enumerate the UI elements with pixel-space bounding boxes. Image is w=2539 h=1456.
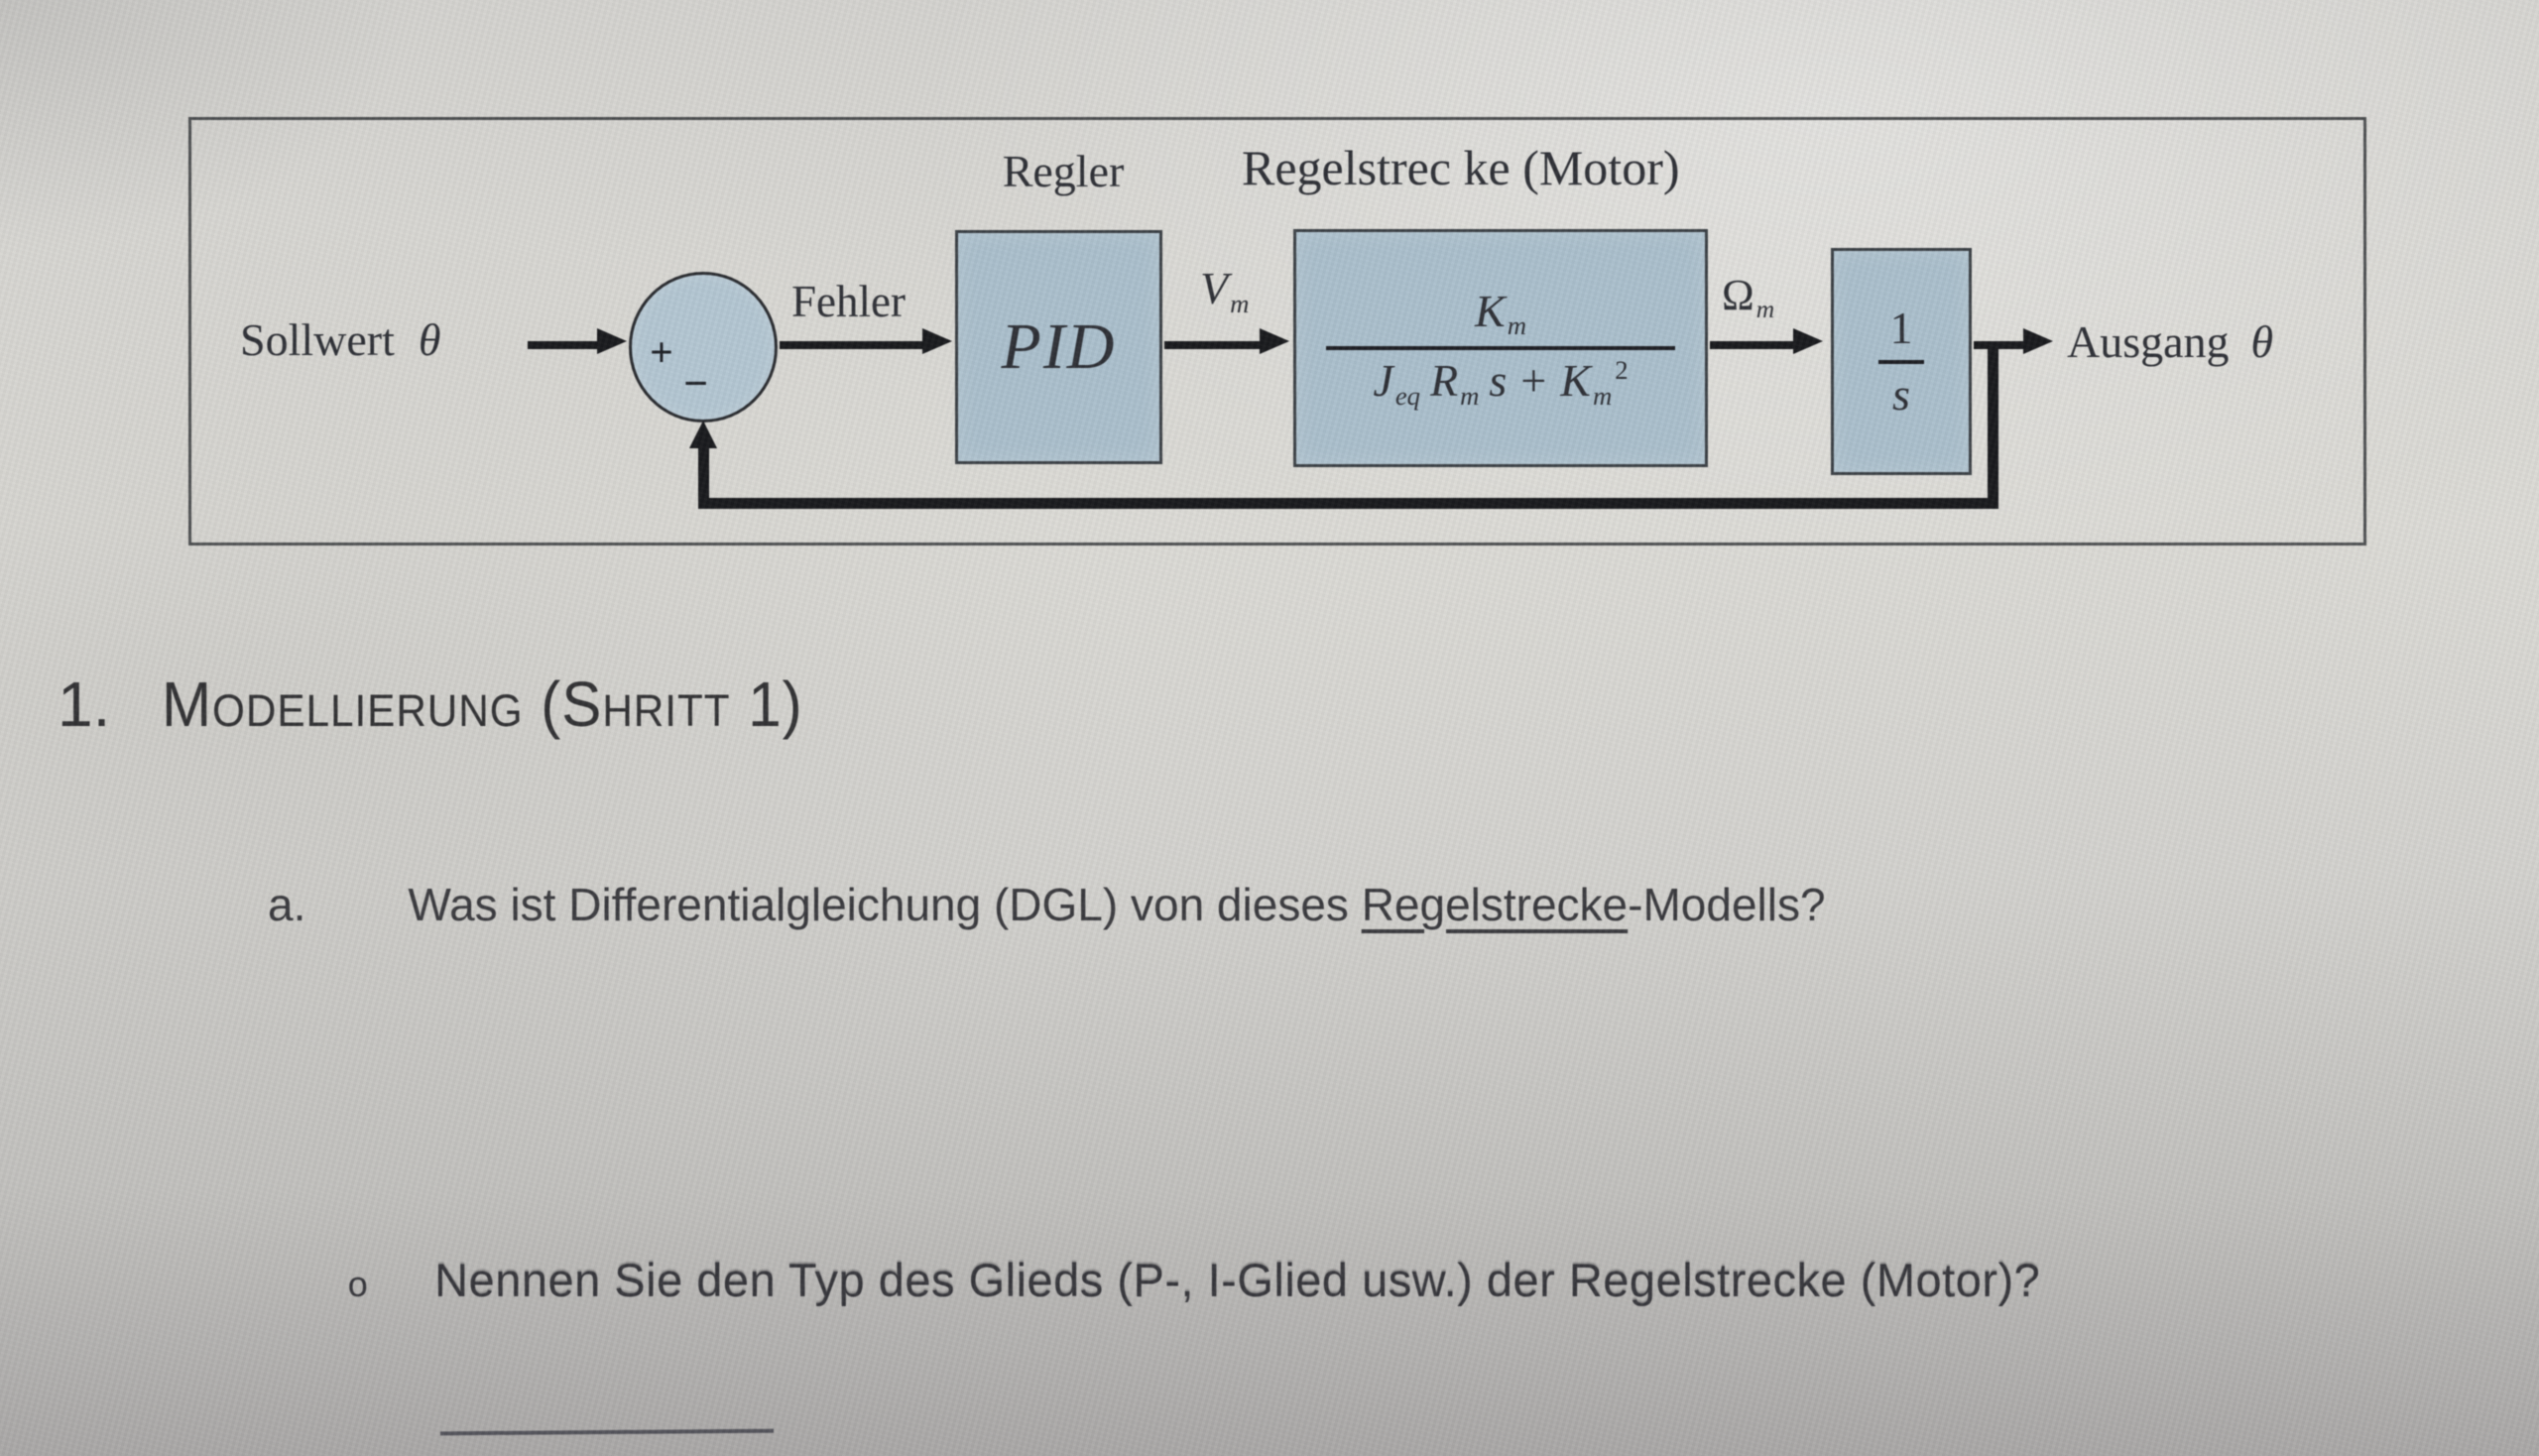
vm-signal-label: Vm — [1200, 266, 1249, 316]
summing-junction: + − — [629, 272, 778, 423]
feedback-rise-line — [698, 446, 709, 506]
question-a-label: a. — [268, 879, 306, 930]
tf-den-k-sub: m — [1592, 380, 1613, 411]
minus-sign: − — [683, 359, 709, 408]
omega-signal-label: Ωm — [1722, 274, 1774, 322]
omega-arrowhead-icon — [1793, 328, 1823, 354]
pid-controller-block: PID — [955, 230, 1162, 464]
integrator-denominator: s — [1892, 368, 1910, 420]
question-a-text-after: -Modells? — [1628, 879, 1826, 930]
plus-sign: + — [650, 330, 673, 376]
tf-den-k-sup: 2 — [1615, 355, 1629, 386]
pid-label: PID — [1001, 310, 1117, 383]
question-a: a. Was ist Differentialgleichung (DGL) v… — [268, 877, 1826, 934]
bullet-marker: o — [347, 1267, 370, 1307]
regelstrecke-label: Regelstrec ke (Motor) — [1242, 140, 1680, 195]
integrator-block: 1 s — [1831, 248, 1972, 475]
output-arrowhead-icon — [2023, 328, 2053, 354]
feedback-tap-line — [1988, 347, 1998, 509]
question-a-underlined: Regelstrecke — [1361, 879, 1629, 930]
feedback-arrowhead-icon — [689, 421, 717, 448]
tf-den-r-sub: m — [1460, 380, 1480, 411]
tf-num-sub: m — [1507, 310, 1526, 341]
feedback-bottom-line — [698, 498, 1998, 509]
regler-label: Regler — [1002, 146, 1125, 196]
section-heading: 1. Modellierung (Shritt 1) — [58, 672, 844, 736]
ausgang-theta-symbol: θ — [2250, 316, 2274, 367]
sub-bullet: o Nennen Sie den Typ des Glieds (P-, I-G… — [347, 1252, 2040, 1310]
vm-signal-line — [1164, 341, 1262, 349]
sollwert-label: Sollwert θ — [240, 317, 441, 363]
omega-subscript: m — [1755, 295, 1775, 324]
tf-den-plus: + — [1520, 355, 1547, 406]
error-signal-line — [780, 341, 924, 349]
question-a-text-before: Was ist Differentialgleichung (DGL) von … — [408, 879, 1362, 930]
omega-base: Ω — [1722, 271, 1754, 319]
input-arrowhead-icon — [597, 328, 627, 354]
fehler-label: Fehler — [791, 277, 906, 326]
integrator-numerator: 1 — [1889, 302, 1913, 353]
question-a-text: Was ist Differentialgleichung (DGL) von … — [408, 877, 1825, 934]
tf-den-s: s — [1489, 355, 1508, 406]
vm-base: V — [1200, 263, 1229, 313]
tf-den-r: R — [1430, 355, 1459, 406]
tf-numerator: Km — [1475, 286, 1526, 341]
tf-den-k: K — [1560, 355, 1591, 406]
tf-den-j: J — [1373, 355, 1393, 406]
section-title: Modellierung (Shritt 1) — [162, 668, 803, 740]
ausgang-label: Ausgang θ — [2067, 319, 2273, 365]
sollwert-text: Sollwert — [240, 314, 395, 365]
ausgang-text: Ausgang — [2067, 316, 2230, 367]
bullet-text: Nennen Sie den Typ des Glieds (P-, I-Gli… — [434, 1254, 2041, 1306]
tf-den-j-sub: eq — [1394, 380, 1421, 411]
integrator-fraction: 1 s — [1878, 303, 1924, 422]
output-signal-line — [1974, 341, 2025, 349]
block-diagram-frame — [188, 117, 2366, 546]
error-arrowhead-icon — [922, 328, 952, 354]
fraction-bar — [1326, 346, 1675, 350]
fraction-bar — [1878, 359, 1924, 364]
omega-signal-line — [1710, 341, 1795, 349]
sollwert-theta-symbol: θ — [418, 314, 441, 365]
section-number: 1. — [58, 668, 111, 740]
vm-subscript: m — [1230, 288, 1250, 318]
answer-blank-line — [439, 1428, 775, 1436]
input-signal-line — [528, 341, 599, 349]
vm-arrowhead-icon — [1260, 328, 1289, 354]
tf-num-k: K — [1475, 285, 1506, 336]
